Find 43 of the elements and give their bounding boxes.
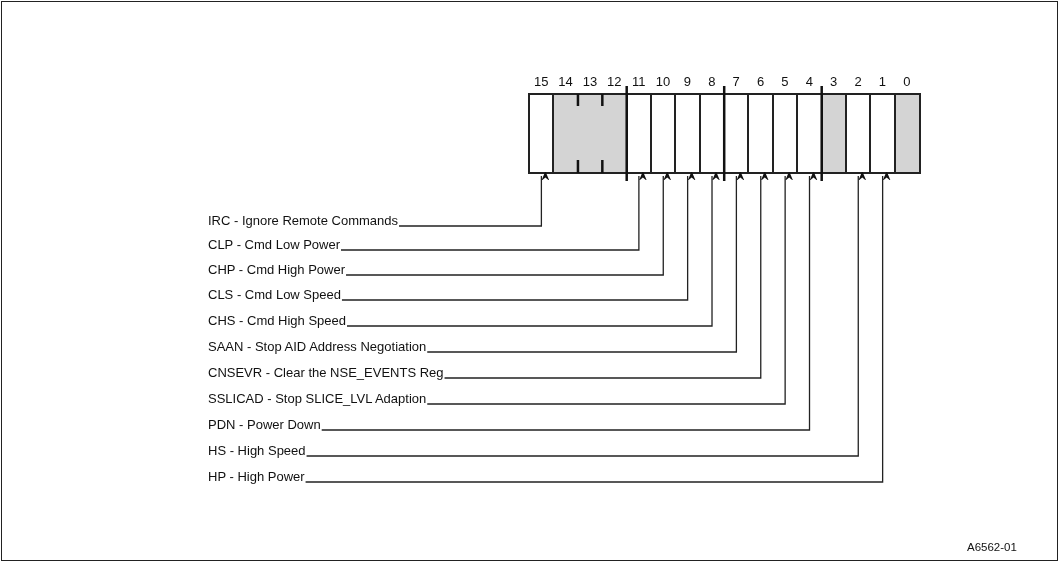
bit-number: 7 (732, 74, 740, 89)
leader-line (345, 171, 672, 276)
bit-number: 2 (854, 74, 862, 89)
bit-description: PDN - Power Down (208, 417, 321, 432)
bit-description: HS - High Speed (208, 443, 306, 458)
register-bit-field (674, 93, 702, 174)
leader-line (341, 171, 696, 301)
bit-number: 13 (582, 74, 598, 89)
bit-number: 12 (607, 74, 622, 89)
bit-description: CHS - Cmd High Speed (208, 313, 346, 328)
bit-description: SAAN - Stop AID Address Negotiation (208, 339, 427, 354)
bit-description: CHP - Cmd High Power (208, 262, 346, 277)
leader-line (321, 171, 818, 431)
bit-number: 8 (708, 74, 716, 89)
bit-description: CNSEVR - Clear the NSE_EVENTS Reg (208, 365, 444, 380)
bit-number: 9 (683, 74, 692, 89)
leader-line (346, 171, 720, 327)
leader-line (443, 171, 769, 379)
bit-number: 6 (756, 74, 765, 89)
bit-description: HP - High Power (208, 469, 305, 484)
bit-description: IRC - Ignore Remote Commands (208, 213, 398, 228)
register-bit-field (747, 93, 775, 174)
bit-number: 5 (781, 74, 789, 89)
bit-number: 15 (533, 74, 549, 89)
bit-number: 0 (903, 74, 911, 89)
leader-line (426, 171, 745, 353)
bit-description: CLP - Cmd Low Power (208, 237, 340, 252)
bit-number: 4 (805, 74, 813, 89)
bit-number: 14 (558, 74, 573, 89)
leader-line (426, 171, 794, 405)
bit-description: SSLICAD - Stop SLICE_LVL Adaption (208, 391, 427, 406)
figure-id: A6562-01 (967, 541, 1017, 553)
bit-description: CLS - Cmd Low Speed (208, 287, 341, 302)
register-bit-field (869, 93, 897, 174)
register-bit-field (552, 93, 628, 174)
bit-number: 3 (830, 74, 838, 89)
leader-line (340, 171, 647, 251)
bit-number: 11 (631, 74, 646, 89)
bit-number: 10 (655, 74, 671, 89)
bit-number: 1 (878, 74, 887, 89)
leader-line (398, 171, 550, 227)
register-bit-field (893, 93, 921, 174)
register-bit-field (528, 93, 555, 174)
